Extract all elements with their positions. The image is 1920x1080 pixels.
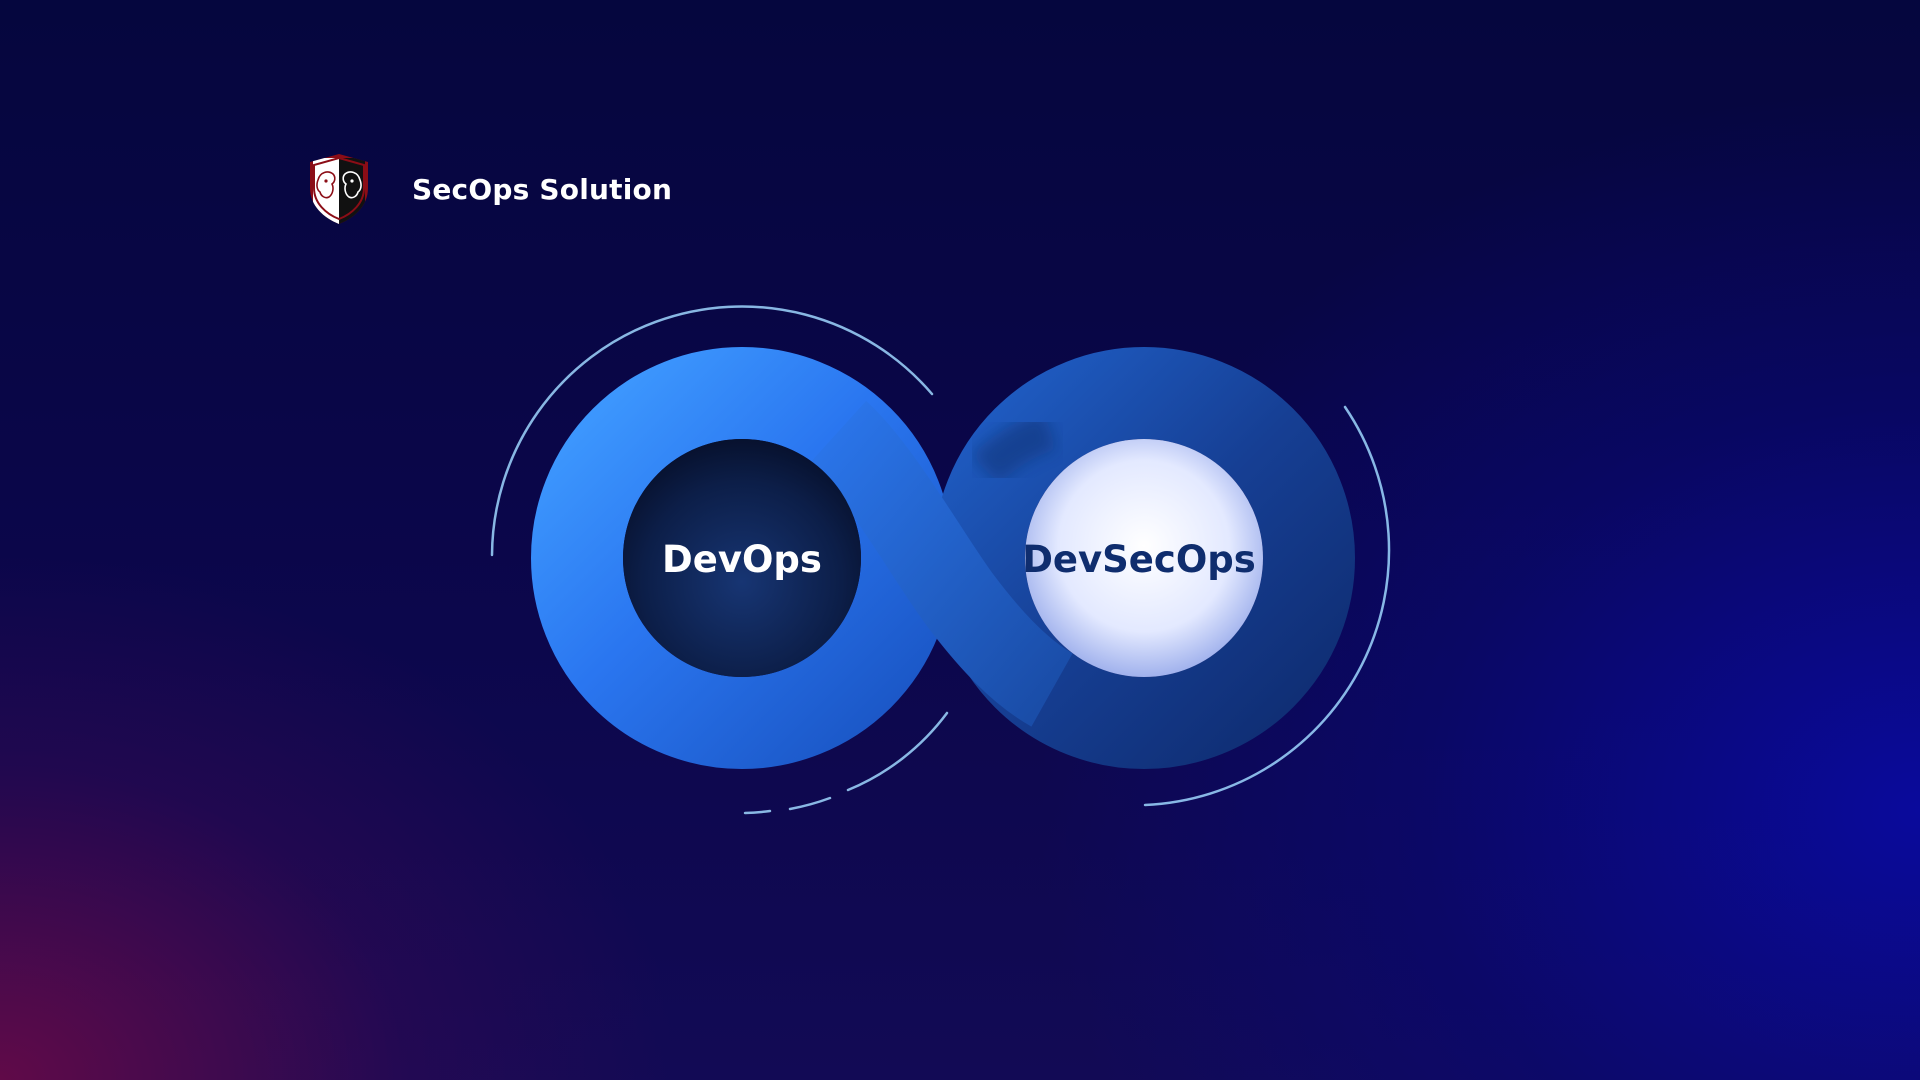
right-outer-arc	[1143, 405, 1391, 807]
devops-label: DevOps	[662, 538, 822, 581]
brand-name: SecOps Solution	[412, 172, 673, 206]
left-bottom-dash-2	[743, 809, 772, 815]
crossing-shadow	[970, 411, 1057, 485]
left-bottom-arc	[846, 711, 949, 792]
devsecops-label: DevSecOps	[1022, 538, 1256, 581]
brand: SecOps Solution	[306, 152, 672, 226]
left-bottom-dash-1	[788, 796, 832, 811]
orbit-arcs	[490, 305, 1391, 815]
shield-logo-icon	[310, 154, 368, 224]
left-outer-arc	[490, 305, 934, 557]
devsecops-center	[1025, 439, 1263, 677]
crossing-band	[808, 400, 1074, 727]
devops-center	[623, 439, 861, 677]
